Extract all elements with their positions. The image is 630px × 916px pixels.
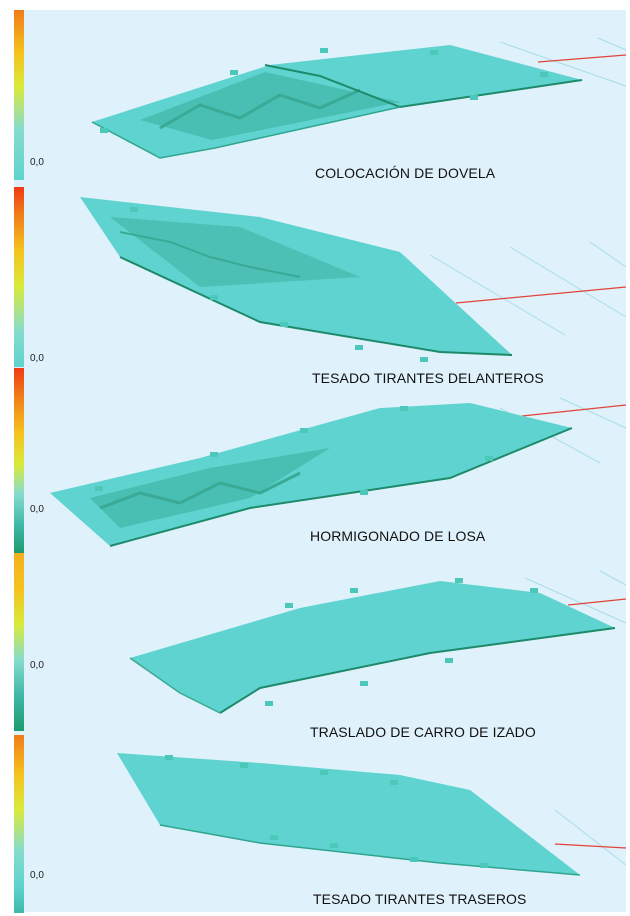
stage-caption: HORMIGONADO DE LOSA bbox=[310, 528, 486, 544]
deck-segment-model bbox=[129, 570, 627, 714]
scale-zero-label: 0,0 bbox=[30, 870, 44, 881]
deck-segment-model bbox=[91, 37, 627, 159]
scale-zero-label: 0,0 bbox=[30, 504, 44, 515]
stage-4: 0,0 TRASLADO DE CARRO DE IZADO bbox=[0, 553, 630, 740]
stage-5: 0,0 TESADO TIRANTES TRASEROS bbox=[0, 735, 630, 915]
stage-2: 0,0 TESADO TIRANTES DELANTEROS bbox=[0, 187, 630, 386]
stage-caption: TRASLADO DE CARRO DE IZADO bbox=[310, 724, 536, 740]
deck-segment-model bbox=[50, 397, 627, 547]
stage-caption: COLOCACIÓN DE DOVELA bbox=[315, 165, 496, 181]
deck-segment-model bbox=[117, 753, 627, 876]
scale-zero-label: 0,0 bbox=[30, 157, 44, 168]
deck-segment-model bbox=[80, 197, 627, 362]
stage-3: 0,0 HORMIGONADO DE LOSA bbox=[0, 368, 630, 553]
color-scale-bar bbox=[14, 735, 24, 913]
color-scale-bar bbox=[14, 187, 24, 367]
stage-1: 0,0 COLOCACIÓN DE DOVELA bbox=[0, 10, 630, 190]
color-scale-bar bbox=[14, 553, 24, 731]
scale-zero-label: 0,0 bbox=[30, 353, 44, 364]
stage-caption: TESADO TIRANTES DELANTEROS bbox=[312, 370, 544, 386]
color-scale-bar bbox=[14, 10, 24, 180]
scale-zero-label: 0,0 bbox=[30, 660, 44, 671]
stage-caption: TESADO TIRANTES TRASEROS bbox=[313, 891, 527, 907]
color-scale-bar bbox=[14, 368, 24, 553]
